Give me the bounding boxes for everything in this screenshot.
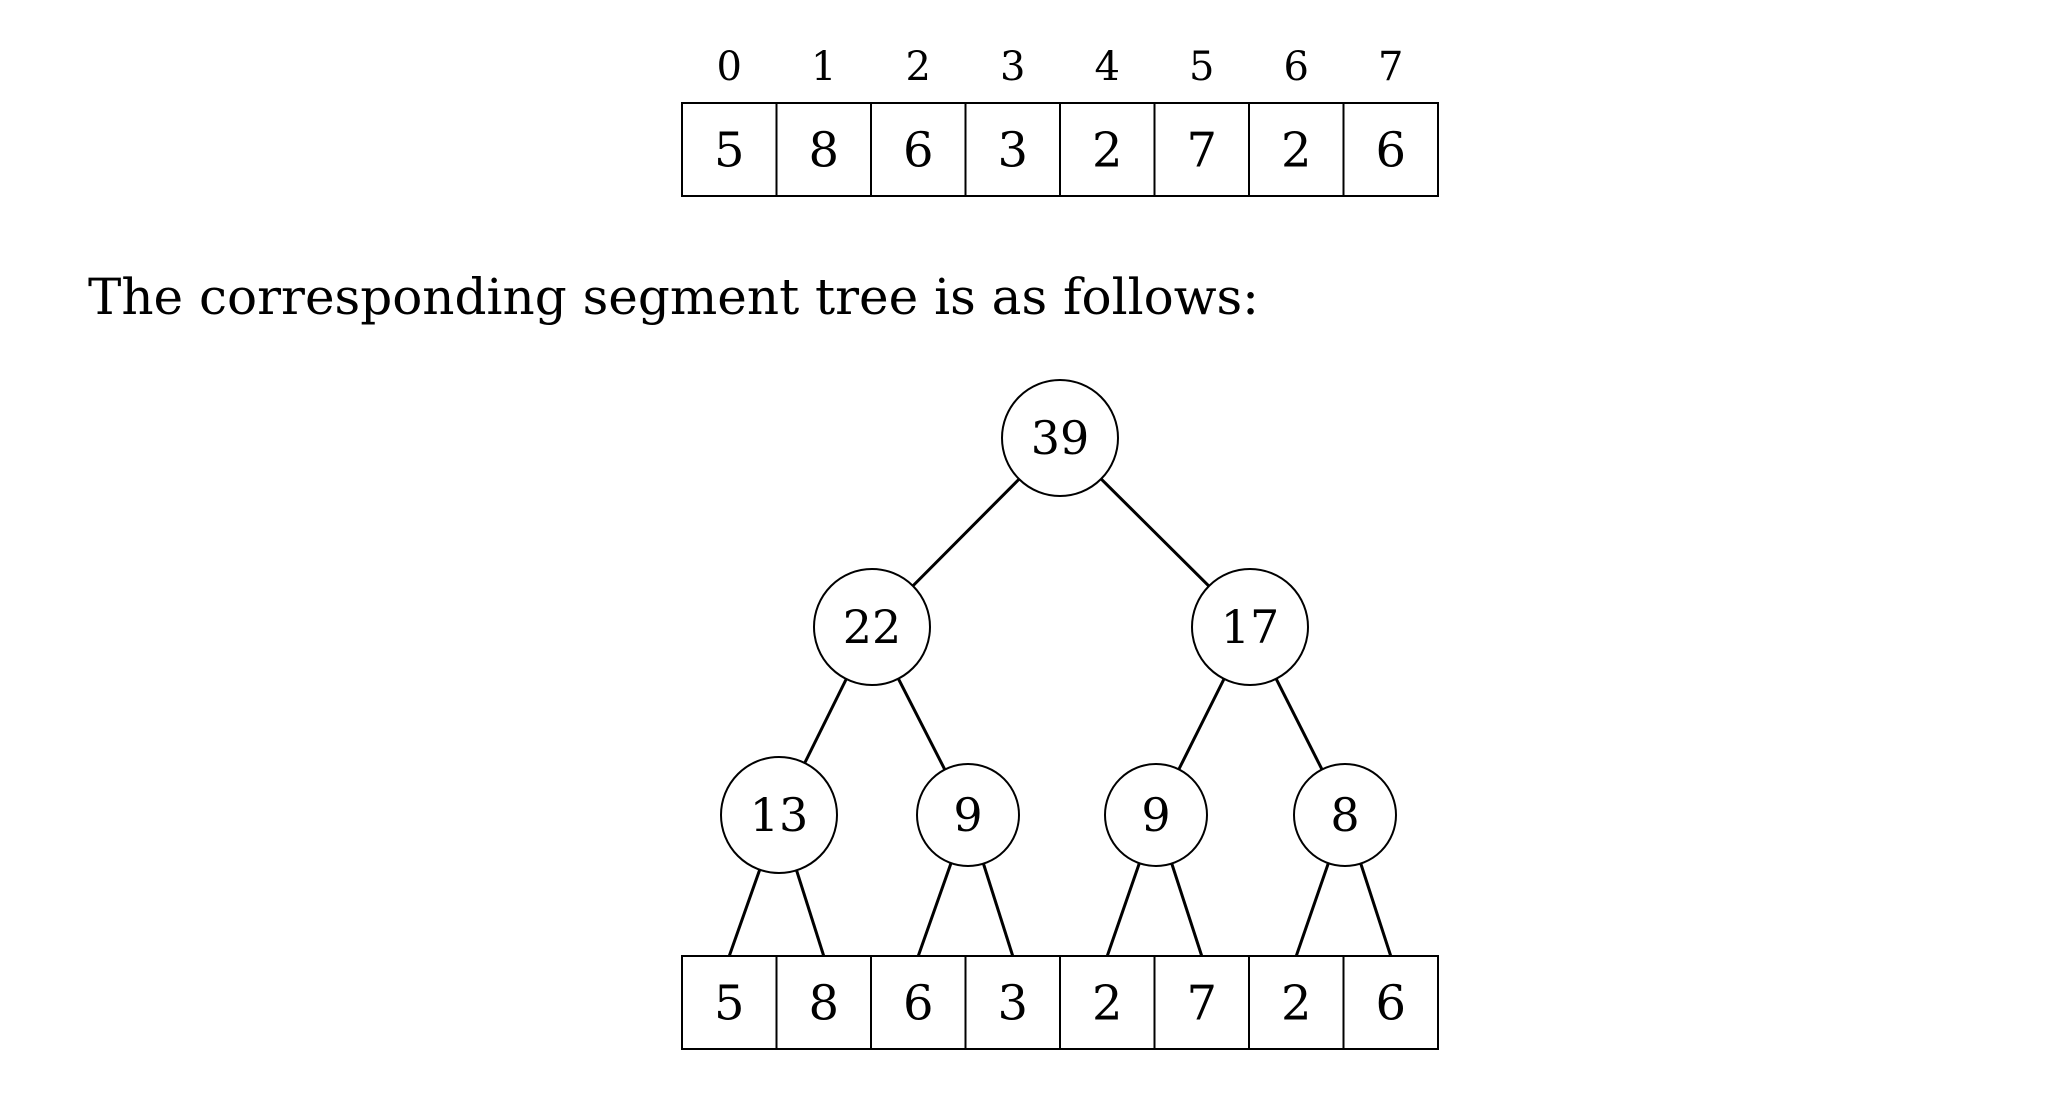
tree-node-value: 22 [843,600,902,654]
tree-node-value: 13 [750,788,809,842]
leaf-cell-value: 8 [808,976,839,1032]
tree-edge [1359,863,1393,957]
array-cell-value: 7 [1186,123,1217,179]
leaf-cell-value: 2 [1092,976,1123,1032]
tree-node-value: 9 [1141,788,1170,842]
array-index-label: 2 [906,44,931,90]
tree-edge [897,677,947,771]
array-cell: 6 [870,102,967,197]
array-index-label: 7 [1378,44,1403,90]
array-index-label: 0 [717,44,742,90]
tree-node: 22 [813,568,931,686]
array-cell: 2 [1059,102,1156,197]
tree-node-value: 9 [953,788,982,842]
array-cell-value: 3 [997,123,1028,179]
caption-text: The corresponding segment tree is as fol… [88,268,1260,326]
input-array: 0 1 2 3 4 5 6 7 5 8 6 3 2 7 2 6 [681,44,1439,197]
tree-node-value: 17 [1221,600,1280,654]
leaf-cell: 6 [870,955,967,1050]
tree-edges [727,477,1393,957]
tree-edge [727,869,762,957]
leaf-cell-value: 6 [1375,976,1406,1032]
tree-nodes: 39 22 17 13 9 9 8 [720,379,1397,874]
array-cell-value: 6 [903,123,934,179]
leaf-cell: 7 [1153,955,1250,1050]
array-cell-value: 2 [1092,123,1123,179]
leaf-cell: 2 [1248,955,1345,1050]
tree-root-node: 39 [1001,379,1119,497]
tree-edge [1294,862,1330,957]
array-index-label: 6 [1284,44,1309,90]
tree-edge [1170,863,1204,957]
leaf-cell-value: 6 [903,976,934,1032]
array-cell: 8 [775,102,872,197]
tree-edge [1274,678,1324,771]
tree-node: 9 [1104,763,1208,867]
array-cell-value: 6 [1375,123,1406,179]
array-index-label: 3 [1000,44,1025,90]
array-cell-value: 8 [808,123,839,179]
array-cell: 5 [681,102,778,197]
array-cell-value: 5 [714,123,745,179]
tree-edge [981,863,1015,957]
array-cell: 7 [1153,102,1250,197]
tree-edge [911,478,1021,587]
tree-node: 8 [1293,763,1397,867]
array-cell-value: 2 [1281,123,1312,179]
tree-edge [795,869,826,957]
tree-edge [1177,678,1226,771]
tree-edge [1105,862,1141,957]
array-index-label: 4 [1095,44,1120,90]
tree-edge [916,862,953,957]
tree-node-value: 39 [1031,411,1090,465]
leaf-cell-value: 3 [997,976,1028,1032]
tree-node: 13 [720,756,838,874]
tree-edge [803,678,848,764]
leaf-cell: 3 [964,955,1061,1050]
leaf-cell: 2 [1059,955,1156,1050]
tree-edge [1100,477,1210,588]
leaf-cell-value: 2 [1281,976,1312,1032]
array-cell: 3 [964,102,1061,197]
leaf-array: 5 8 6 3 2 7 2 6 [681,955,1439,1050]
tree-node: 17 [1191,568,1309,686]
array-cell: 2 [1248,102,1345,197]
leaf-cell-value: 5 [714,976,745,1032]
tree-node-value: 8 [1330,788,1359,842]
leaf-cell-value: 7 [1186,976,1217,1032]
tree-node: 9 [916,763,1020,867]
leaf-cell: 8 [775,955,872,1050]
array-index-label: 1 [811,44,836,90]
array-cell: 6 [1342,102,1439,197]
leaf-cell: 5 [681,955,778,1050]
leaf-cell: 6 [1342,955,1439,1050]
array-index-label: 5 [1189,44,1214,90]
